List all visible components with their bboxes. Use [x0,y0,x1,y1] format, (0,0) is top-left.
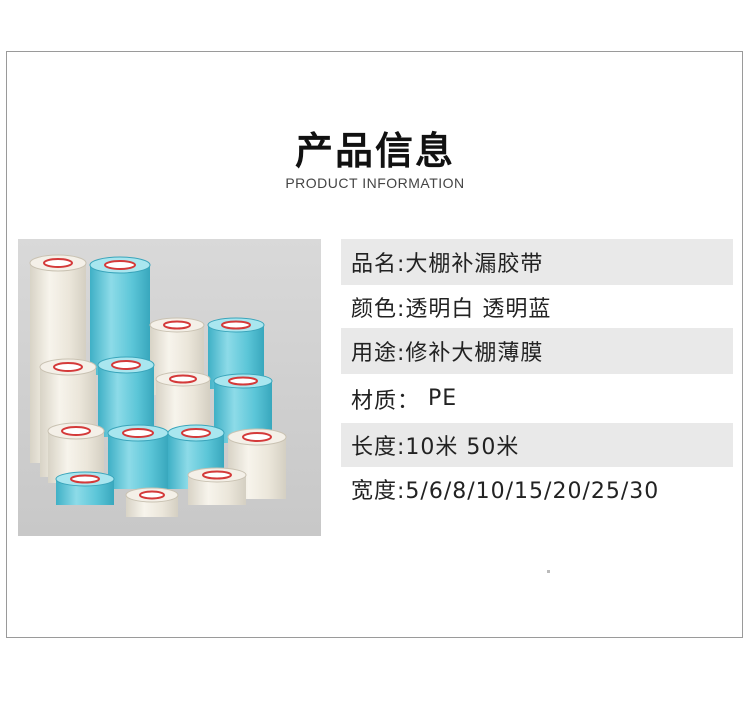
decorative-dot [547,570,550,573]
spec-table: 品名:大棚补漏胶带 颜色:透明白 透明蓝 用途:修补大棚薄膜 材质： PE 长度… [341,239,733,551]
tape-roll-blue-small [55,471,115,505]
spec-row-usage: 用途:修补大棚薄膜 [341,328,733,374]
spec-label: 长度: [351,435,406,460]
spec-label: 颜色: [351,296,406,322]
spec-width-text: 宽度:5/6/8/10/15/20/25/30 [351,475,661,509]
spec-row-length: 长度:10米 50米 [341,423,733,467]
spec-value: 大棚补漏胶带 [405,252,544,277]
spec-row-name: 品名:大棚补漏胶带 [341,239,733,285]
spec-label: 用途: [351,341,406,366]
spec-value: 10米 50米 [405,435,520,460]
spec-value: 透明白 透明蓝 [405,296,552,322]
spec-row-color: 颜色:透明白 透明蓝 [341,285,733,328]
spec-value: 修补大棚薄膜 [405,341,544,366]
page-title: 产品信息 [294,129,455,173]
page-subtitle: PRODUCT INFORMATION [285,175,465,191]
tape-roll-blue [107,424,169,489]
spec-row-width: 宽度:5/6/8/10/15/20/25/30 [341,467,733,551]
spec-label: 材质： [351,388,421,414]
spec-value: PE [420,386,458,411]
spec-label: 宽度: [351,479,406,504]
tape-roll-blue [89,256,151,375]
spec-row-material: 材质： PE [341,374,733,423]
product-photo [18,239,321,536]
spec-value: 5/6/8/10/15/20/25/30 [405,479,660,504]
spec-label: 品名: [351,252,406,277]
tape-roll-clear-small [125,487,179,517]
tape-roll-clear-small [187,467,247,505]
